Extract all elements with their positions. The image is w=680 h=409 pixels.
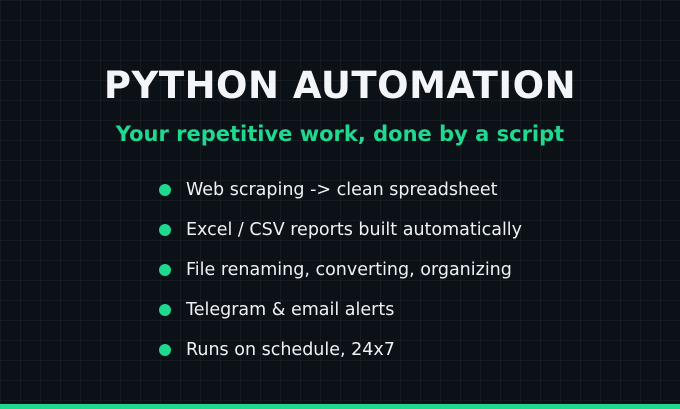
feature-list: Web scraping -> clean spreadsheet Excel … [159, 170, 522, 370]
accent-bottom-bar [0, 404, 680, 409]
feature-item-reports: Excel / CSV reports built automatically [159, 210, 522, 250]
bullet-dot-icon [159, 304, 171, 316]
banner-subtitle: Your repetitive work, done by a script [115, 122, 565, 146]
feature-text: File renaming, converting, organizing [186, 260, 512, 280]
feature-item-alerts: Telegram & email alerts [159, 290, 522, 330]
feature-item-files: File renaming, converting, organizing [159, 250, 522, 290]
bullet-dot-icon [159, 224, 171, 236]
feature-item-web-scraping: Web scraping -> clean spreadsheet [159, 170, 522, 210]
feature-text: Runs on schedule, 24x7 [186, 340, 395, 360]
feature-text: Web scraping -> clean spreadsheet [186, 180, 498, 200]
bullet-dot-icon [159, 184, 171, 196]
banner-title: PYTHON AUTOMATION [103, 64, 577, 107]
feature-text: Excel / CSV reports built automatically [186, 220, 523, 240]
bullet-dot-icon [159, 264, 171, 276]
bullet-dot-icon [159, 344, 171, 356]
feature-item-schedule: Runs on schedule, 24x7 [159, 330, 522, 370]
feature-text: Telegram & email alerts [186, 300, 395, 320]
